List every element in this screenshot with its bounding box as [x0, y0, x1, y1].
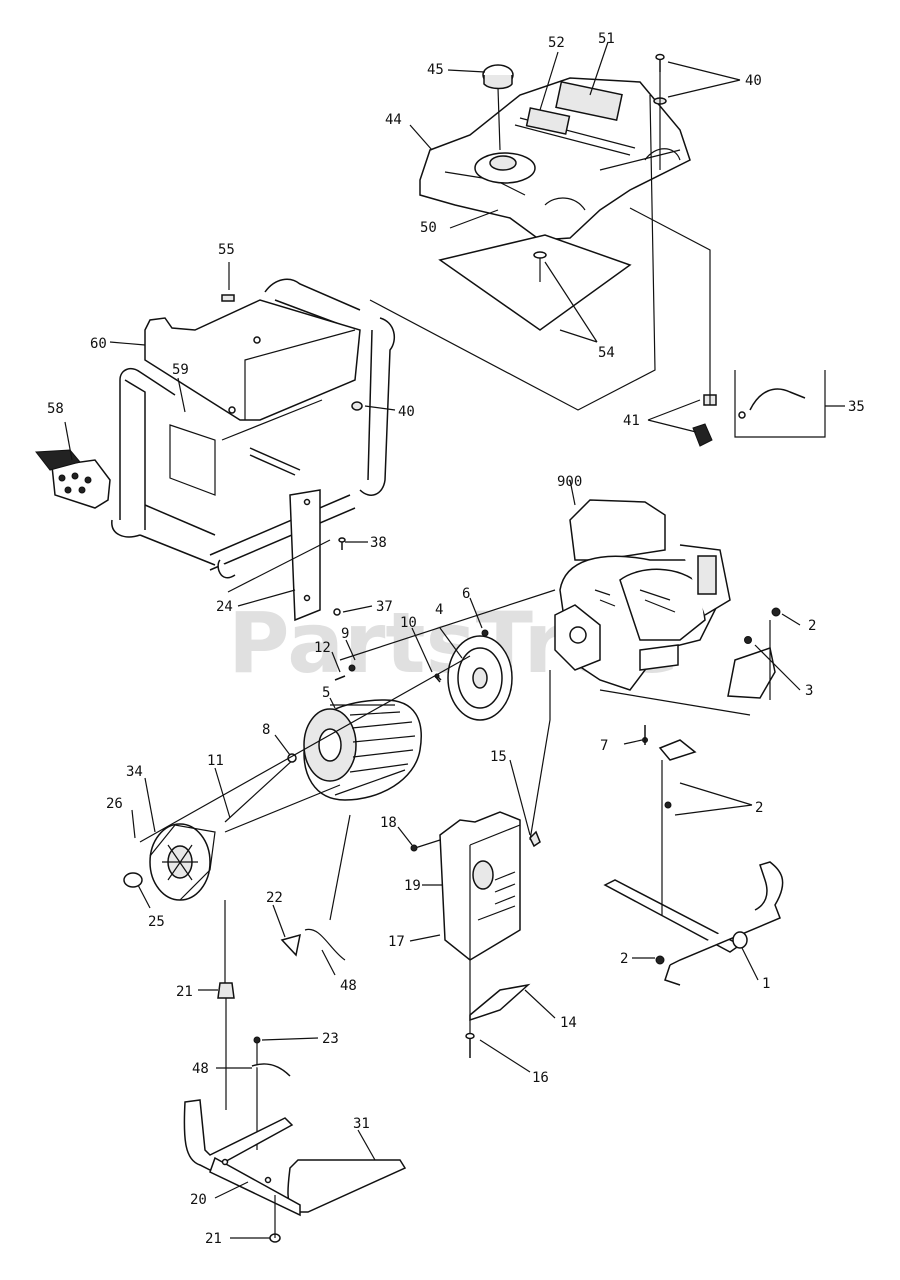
callout-8: 8 [262, 722, 270, 738]
control-panel-housing [144, 299, 361, 496]
gasket-15 [529, 830, 541, 848]
fasteners [338, 537, 672, 1058]
callout-1: 1 [762, 976, 770, 992]
plug-25 [123, 872, 143, 888]
fuel-line [734, 370, 826, 438]
callout-20: 20 [190, 1192, 207, 1208]
callout-21b: 21 [205, 1231, 222, 1247]
callout-22: 22 [266, 890, 283, 906]
callout-34: 34 [126, 764, 143, 780]
callout-2b: 2 [755, 800, 763, 816]
callout-48b: 48 [192, 1061, 209, 1077]
bracket-22 [280, 928, 346, 961]
callout-40: 40 [745, 73, 762, 89]
callout-5: 5 [322, 685, 330, 701]
leader-lines [64, 41, 845, 1239]
fuel-cap [482, 64, 514, 90]
callout-37: 37 [376, 599, 393, 615]
callout-38: 38 [370, 535, 387, 551]
nut-2c [655, 955, 665, 965]
callout-23: 23 [322, 1031, 339, 1047]
callout-2: 2 [808, 618, 816, 634]
callout-labels: 40 45 52 51 44 50 54 55 60 59 58 40 35 4… [47, 31, 865, 1247]
heat-shield [469, 983, 531, 1022]
isolator-21 [217, 982, 281, 1243]
callout-10: 10 [400, 615, 417, 631]
mount-bracket-2 [658, 739, 697, 761]
engine-bracket [727, 647, 776, 699]
callout-52: 52 [548, 35, 565, 51]
callout-900: 900 [557, 474, 582, 490]
bracket-24 [289, 489, 321, 622]
callout-41: 41 [623, 413, 640, 429]
callout-44: 44 [385, 112, 402, 128]
receptacle-panel [35, 449, 111, 509]
callout-48: 48 [340, 978, 357, 994]
callout-26: 26 [106, 796, 123, 812]
callout-4: 4 [435, 602, 443, 618]
callout-3: 3 [805, 683, 813, 699]
callout-7: 7 [600, 738, 608, 754]
leg-assembly-31 [183, 1099, 407, 1217]
callout-19: 19 [404, 878, 421, 894]
tank-gasket [438, 234, 632, 331]
callout-24: 24 [216, 599, 233, 615]
callout-40b: 40 [398, 404, 415, 420]
label-55 [221, 294, 235, 302]
callout-9: 9 [341, 626, 349, 642]
nut-40 [351, 401, 363, 411]
callout-2c: 2 [620, 951, 628, 967]
callout-25: 25 [148, 914, 165, 930]
callout-15: 15 [490, 749, 507, 765]
alternator-rotor [303, 699, 422, 801]
callout-54: 54 [598, 345, 615, 361]
muffler [439, 811, 521, 961]
callout-60: 60 [90, 336, 107, 352]
callout-21: 21 [176, 984, 193, 1000]
callout-16: 16 [532, 1070, 549, 1086]
callout-35: 35 [848, 399, 865, 415]
callout-51: 51 [598, 31, 615, 47]
callout-55: 55 [218, 242, 235, 258]
callout-17: 17 [388, 934, 405, 950]
nut-3 [744, 636, 752, 644]
callout-11: 11 [207, 753, 224, 769]
engine [554, 499, 731, 691]
callout-6: 6 [462, 586, 470, 602]
fuel-valve [692, 394, 717, 447]
callout-58: 58 [47, 401, 64, 417]
rear-cover [149, 823, 216, 901]
nut-2 [771, 607, 781, 617]
callout-12: 12 [314, 640, 331, 656]
callout-18: 18 [380, 815, 397, 831]
fuel-tank [419, 77, 691, 241]
stator-bearing [447, 635, 513, 721]
callout-59: 59 [172, 362, 189, 378]
callout-31: 31 [353, 1116, 370, 1132]
leg-assembly-1 [603, 861, 784, 986]
callout-50: 50 [420, 220, 437, 236]
frame [111, 278, 396, 579]
callout-14: 14 [560, 1015, 577, 1031]
callout-45: 45 [427, 62, 444, 78]
